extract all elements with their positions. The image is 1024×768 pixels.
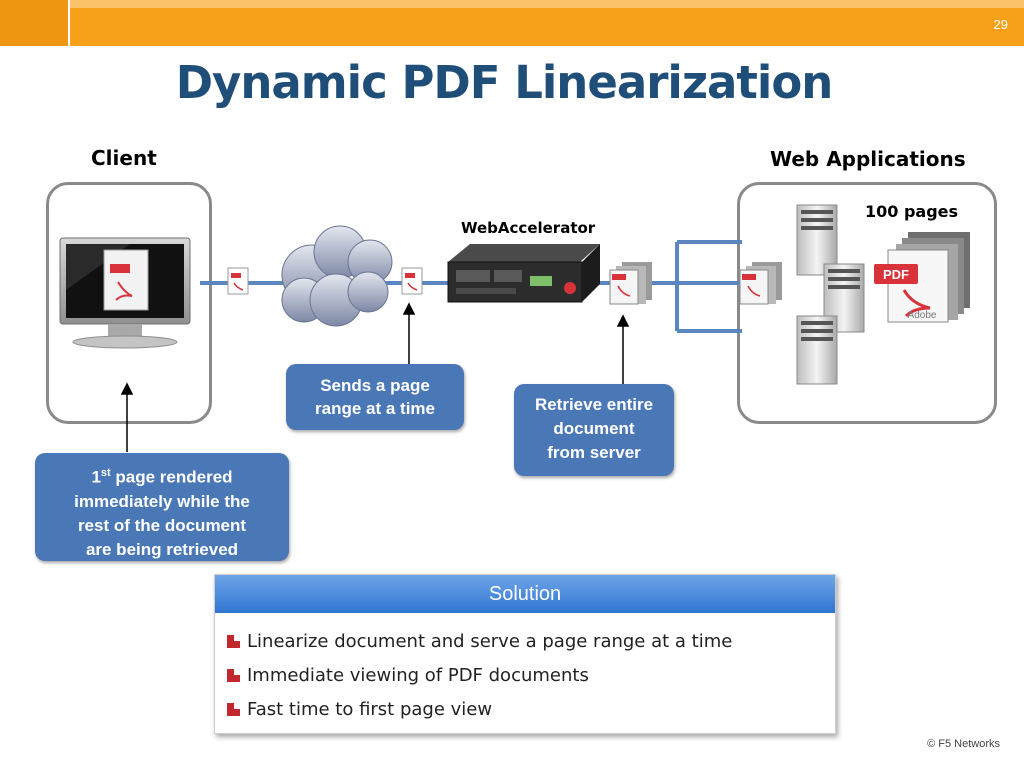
solution-item: Fast time to first page view <box>227 693 835 727</box>
solution-item: Immediate viewing of PDF documents <box>227 659 835 693</box>
red-bullet-icon <box>227 635 241 649</box>
adobe-pdf-100-pages-icon: PDF Adobe <box>874 232 970 323</box>
solution-item: Linearize document and serve a page rang… <box>227 625 835 659</box>
webaccelerator-label: WebAccelerator <box>461 219 596 237</box>
client-label: Client <box>91 146 157 170</box>
header-bar: 29 <box>0 0 1024 46</box>
callout-first-page-line1: 1st page rendered <box>91 467 233 487</box>
callout-first-page-line2: immediately while the <box>74 491 250 511</box>
pages-count-label: 100 pages <box>865 202 959 221</box>
web-applications-label: Web Applications <box>770 147 966 171</box>
slide-number: 29 <box>993 17 1008 32</box>
slide-title: Dynamic PDF Linearization <box>175 56 834 109</box>
pdf-document-stack-icon <box>609 262 652 305</box>
pdf-document-stack-icon-server <box>739 262 782 305</box>
pdf-file-icon-accelerator <box>401 267 423 295</box>
webaccelerator-appliance-icon <box>447 244 600 303</box>
callout-page-range-line1: Sends a page <box>320 376 430 395</box>
red-bullet-icon <box>227 669 241 683</box>
callout-sends-page-range: Sends a page range at a time <box>286 364 464 430</box>
solution-item-text: Linearize document and serve a page rang… <box>247 631 733 652</box>
pdf-file-icon-client <box>227 267 249 295</box>
server-tower-icon-top <box>796 204 838 276</box>
internet-cloud-icon <box>281 225 393 327</box>
callout-retrieve-line2: document <box>553 419 635 438</box>
server-tower-icon-bottom <box>796 315 838 385</box>
red-bullet-icon <box>227 703 241 717</box>
client-monitor-icon <box>59 237 191 349</box>
solution-heading: Solution <box>215 575 835 613</box>
callout-page-range-line2: range at a time <box>315 399 435 418</box>
callout-retrieve-line3: from server <box>547 443 641 462</box>
solution-list: Linearize document and serve a page rang… <box>215 613 835 727</box>
solution-item-text: Immediate viewing of PDF documents <box>247 665 589 686</box>
callout-retrieve-document: Retrieve entire document from server <box>514 384 674 476</box>
callout-first-page-line4: are being retrieved <box>85 539 239 559</box>
header-strip <box>70 0 1024 8</box>
callout-first-page-rendered: 1st page rendered immediately while the … <box>35 453 289 561</box>
callout-first-page-line3: rest of the document <box>77 515 247 535</box>
adobe-label: Adobe <box>908 310 937 321</box>
copyright-notice: © F5 Networks <box>927 738 1000 750</box>
callout-retrieve-line1: Retrieve entire <box>534 395 654 414</box>
callout-arrows <box>120 302 630 452</box>
pdf-badge-text: PDF <box>883 267 909 282</box>
header-tab <box>0 0 70 46</box>
solution-item-text: Fast time to first page view <box>247 699 493 720</box>
solution-panel: Solution Linearize document and serve a … <box>214 574 836 734</box>
